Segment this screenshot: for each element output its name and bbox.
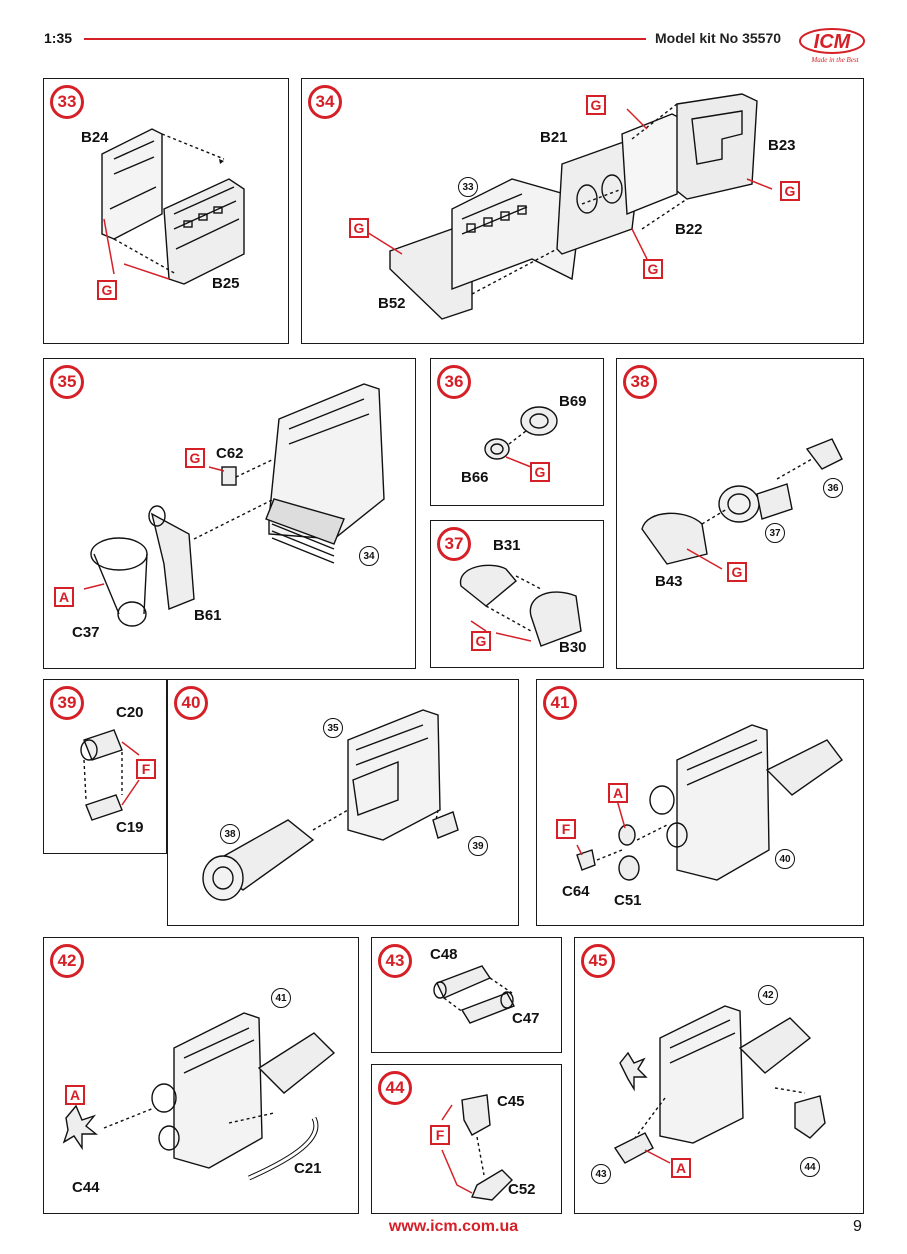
step-35-drawing <box>83 383 385 627</box>
step-38-number: 38 <box>623 365 657 399</box>
step-45-number: 45 <box>581 944 615 978</box>
step-38-panel: 38 B43 G 36 37 <box>616 358 864 669</box>
part-c64-label: C64 <box>562 883 590 900</box>
part-c52-label: C52 <box>508 1181 536 1198</box>
step-43-panel: 43 C48 C47 <box>371 937 562 1053</box>
step-45-panel: 45 A 42 43 44 <box>574 937 864 1214</box>
ref-step-34: 34 <box>359 546 379 566</box>
page-number: 9 <box>853 1218 862 1235</box>
step-38-drawing <box>641 438 843 570</box>
paint-tag-g-3: G <box>349 218 369 238</box>
step-44-drawing <box>441 1094 513 1201</box>
step-42-panel: 42 C44 C21 A 41 <box>43 937 359 1214</box>
ref-step-33: 33 <box>458 177 478 197</box>
step-41-drawing <box>576 724 843 881</box>
part-c45-label: C45 <box>497 1093 525 1110</box>
step-33-panel: 33 B24 B25 G <box>43 78 289 344</box>
part-b31-label: B31 <box>493 537 521 554</box>
ref-step-39: 39 <box>468 836 488 856</box>
part-b69-label: B69 <box>559 393 587 410</box>
ref-step-38: 38 <box>220 824 240 844</box>
paint-tag-a: A <box>608 783 628 803</box>
part-b25-label: B25 <box>212 275 240 292</box>
paint-tag-g: G <box>185 448 205 468</box>
ref-step-36: 36 <box>823 478 843 498</box>
step-41-number: 41 <box>543 686 577 720</box>
part-c62-label: C62 <box>216 445 244 462</box>
paint-tag-g-1: G <box>586 95 606 115</box>
ref-step-37: 37 <box>765 523 785 543</box>
part-c19-label: C19 <box>116 819 144 836</box>
part-b52-label: B52 <box>378 295 406 312</box>
step-36-panel: 36 B69 B66 G <box>430 358 604 506</box>
ref-step-42: 42 <box>758 985 778 1005</box>
paint-tag-a: A <box>671 1158 691 1178</box>
part-b43-label: B43 <box>655 573 683 590</box>
step-34-number: 34 <box>308 85 342 119</box>
part-c44-label: C44 <box>72 1179 100 1196</box>
part-c21-label: C21 <box>294 1160 322 1177</box>
step-40-number: 40 <box>174 686 208 720</box>
paint-tag-a: A <box>54 587 74 607</box>
step-36-number: 36 <box>437 365 471 399</box>
paint-tag-a: A <box>65 1085 85 1105</box>
step-44-panel: 44 C45 C52 F <box>371 1064 562 1214</box>
logo-tagline: Made in the Best <box>810 56 859 64</box>
kit-number: Model kit No 35570 <box>655 30 782 46</box>
website-link[interactable]: www.icm.com.ua <box>388 1218 519 1235</box>
step-37-drawing <box>460 564 582 647</box>
ref-step-41: 41 <box>271 988 291 1008</box>
ref-step-40: 40 <box>775 849 795 869</box>
step-39-panel: 39 C20 C19 F <box>43 679 167 854</box>
paint-tag-g: G <box>97 280 117 300</box>
step-34-drawing <box>361 93 773 320</box>
step-40-panel: 40 35 38 39 <box>167 679 519 926</box>
step-34-panel: 34 B21 B23 B22 B52 G G G G 33 <box>301 78 864 344</box>
paint-tag-g-4: G <box>643 259 663 279</box>
ref-step-43: 43 <box>591 1164 611 1184</box>
step-40-drawing <box>202 709 459 901</box>
paint-tag-f: F <box>430 1125 450 1145</box>
part-b21-label: B21 <box>540 129 568 146</box>
part-c48-label: C48 <box>430 946 458 963</box>
part-b30-label: B30 <box>559 639 587 656</box>
paint-tag-g-2: G <box>780 181 800 201</box>
icm-logo: ICM Made in the Best <box>797 24 867 64</box>
paint-tag-g: G <box>530 462 550 482</box>
step-39-number: 39 <box>50 686 84 720</box>
paint-tag-f: F <box>136 759 156 779</box>
step-37-panel: 37 B31 B30 G <box>430 520 604 668</box>
part-b24-label: B24 <box>81 129 109 146</box>
logo-text: ICM <box>814 31 852 53</box>
step-35-number: 35 <box>50 365 84 399</box>
step-36-drawing <box>484 406 558 468</box>
step-45-drawing <box>613 1005 826 1164</box>
part-c20-label: C20 <box>116 704 144 721</box>
step-43-drawing <box>433 965 515 1024</box>
step-35-panel: 35 C62 B61 C37 G A 34 <box>43 358 416 669</box>
step-39-drawing <box>80 729 140 821</box>
paint-tag-g: G <box>727 562 747 582</box>
part-b61-label: B61 <box>194 607 222 624</box>
step-42-number: 42 <box>50 944 84 978</box>
part-b66-label: B66 <box>461 469 489 486</box>
part-b23-label: B23 <box>768 137 796 154</box>
step-33-drawing <box>101 128 245 285</box>
step-41-panel: 41 C64 C51 A F 40 <box>536 679 864 926</box>
step-43-number: 43 <box>378 944 412 978</box>
step-44-number: 44 <box>378 1071 412 1105</box>
part-c37-label: C37 <box>72 624 100 641</box>
step-37-number: 37 <box>437 527 471 561</box>
part-b22-label: B22 <box>675 221 703 238</box>
ref-step-44: 44 <box>800 1157 820 1177</box>
header-rule <box>84 38 646 40</box>
paint-tag-f: F <box>556 819 576 839</box>
part-c51-label: C51 <box>614 892 642 909</box>
step-42-drawing <box>62 1012 336 1181</box>
scale-label: 1:35 <box>44 30 73 46</box>
part-c47-label: C47 <box>512 1010 540 1027</box>
paint-tag-g: G <box>471 631 491 651</box>
ref-step-35: 35 <box>323 718 343 738</box>
step-33-number: 33 <box>50 85 84 119</box>
